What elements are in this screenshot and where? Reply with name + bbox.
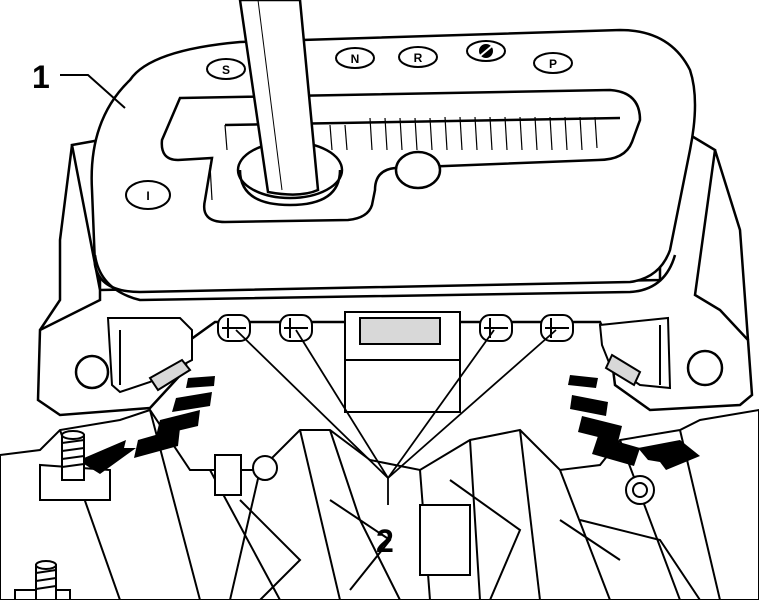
gear-indicators: S N R P I [125, 40, 573, 210]
stud-bolt-upper [39, 430, 111, 501]
retaining-clip-2 [279, 314, 313, 342]
callout-2-leaders [235, 329, 557, 505]
callout-1-leader [60, 74, 126, 109]
stud-bolt-lower [14, 560, 71, 600]
svg-text:S: S [222, 63, 230, 77]
curved-dashed-arrow-right-icon [568, 375, 700, 470]
retaining-clip-3 [479, 314, 513, 342]
gear-indicator-r: R [398, 46, 438, 68]
retaining-clip-4 [540, 314, 574, 342]
lock-button [394, 150, 442, 190]
svg-text:I: I [146, 189, 149, 203]
curved-dashed-arrow-left-icon [84, 376, 215, 474]
transmission-housing [0, 408, 759, 600]
gear-indicator-n: N [335, 47, 375, 69]
retaining-clip-1 [217, 314, 251, 342]
center-guide-block [344, 311, 461, 413]
svg-text:R: R [414, 51, 423, 65]
svg-text:P: P [549, 57, 557, 71]
shift-lever [238, 0, 320, 196]
gear-indicator-lock [466, 40, 506, 62]
gear-indicator-i: I [125, 180, 171, 210]
svg-text:N: N [351, 52, 360, 66]
callout-2-label: 2 [376, 523, 394, 559]
gate-ribbing [209, 116, 598, 201]
left-latch [106, 317, 193, 394]
right-latch [598, 316, 672, 390]
gear-indicator-s: S [206, 58, 246, 80]
gear-indicator-p: P [533, 52, 573, 74]
callout-1-label: 1 [32, 59, 50, 95]
shift-cover [90, 28, 697, 302]
